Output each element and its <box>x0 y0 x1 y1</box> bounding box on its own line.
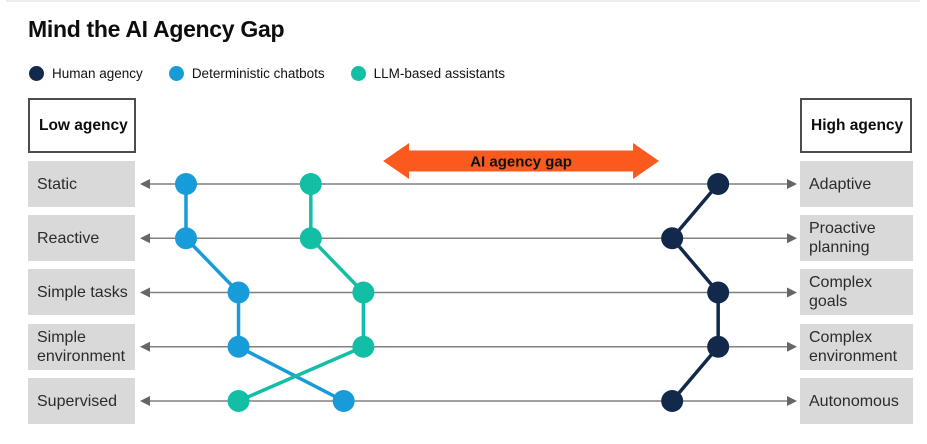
row-label-proactive-planning: Proactive planning <box>800 215 913 261</box>
ai-agency-gap-label: AI agency gap <box>470 154 572 171</box>
page-title: Mind the AI Agency Gap <box>28 16 285 42</box>
row-label-adaptive: Adaptive <box>800 161 913 207</box>
row-label-complex-goals: Complex goals <box>800 269 913 315</box>
legend-item-human-agency: Human agency <box>29 66 143 81</box>
ai-agency-gap-arrow <box>383 143 660 179</box>
human-agency-dot-icon <box>29 66 44 81</box>
row-label-reactive: Reactive <box>28 215 135 261</box>
legend-label: Human agency <box>52 66 143 81</box>
chart-legend: Human agency Deterministic chatbots LLM-… <box>29 66 505 81</box>
legend-label: LLM-based assistants <box>373 66 505 81</box>
row-label-static: Static <box>28 161 135 207</box>
legend-item-deterministic-chatbots: Deterministic chatbots <box>168 66 325 81</box>
llm-assistants-dot-icon <box>350 66 366 81</box>
row-label-supervised: Supervised <box>28 378 135 424</box>
row-label-simple-environment: Simple environment <box>28 324 135 370</box>
row-label-simple-tasks: Simple tasks <box>28 269 135 315</box>
row-label-autonomous: Autonomous <box>800 378 913 424</box>
row-label-complex-environment: Complex environment <box>800 324 913 370</box>
low-agency-header: Low agency <box>28 98 136 153</box>
top-divider <box>6 0 920 2</box>
legend-item-llm-assistants: LLM-based assistants <box>350 66 505 81</box>
high-agency-header: High agency <box>800 98 912 153</box>
legend-label: Deterministic chatbots <box>191 66 325 81</box>
deterministic-chatbots-dot-icon <box>168 66 184 81</box>
